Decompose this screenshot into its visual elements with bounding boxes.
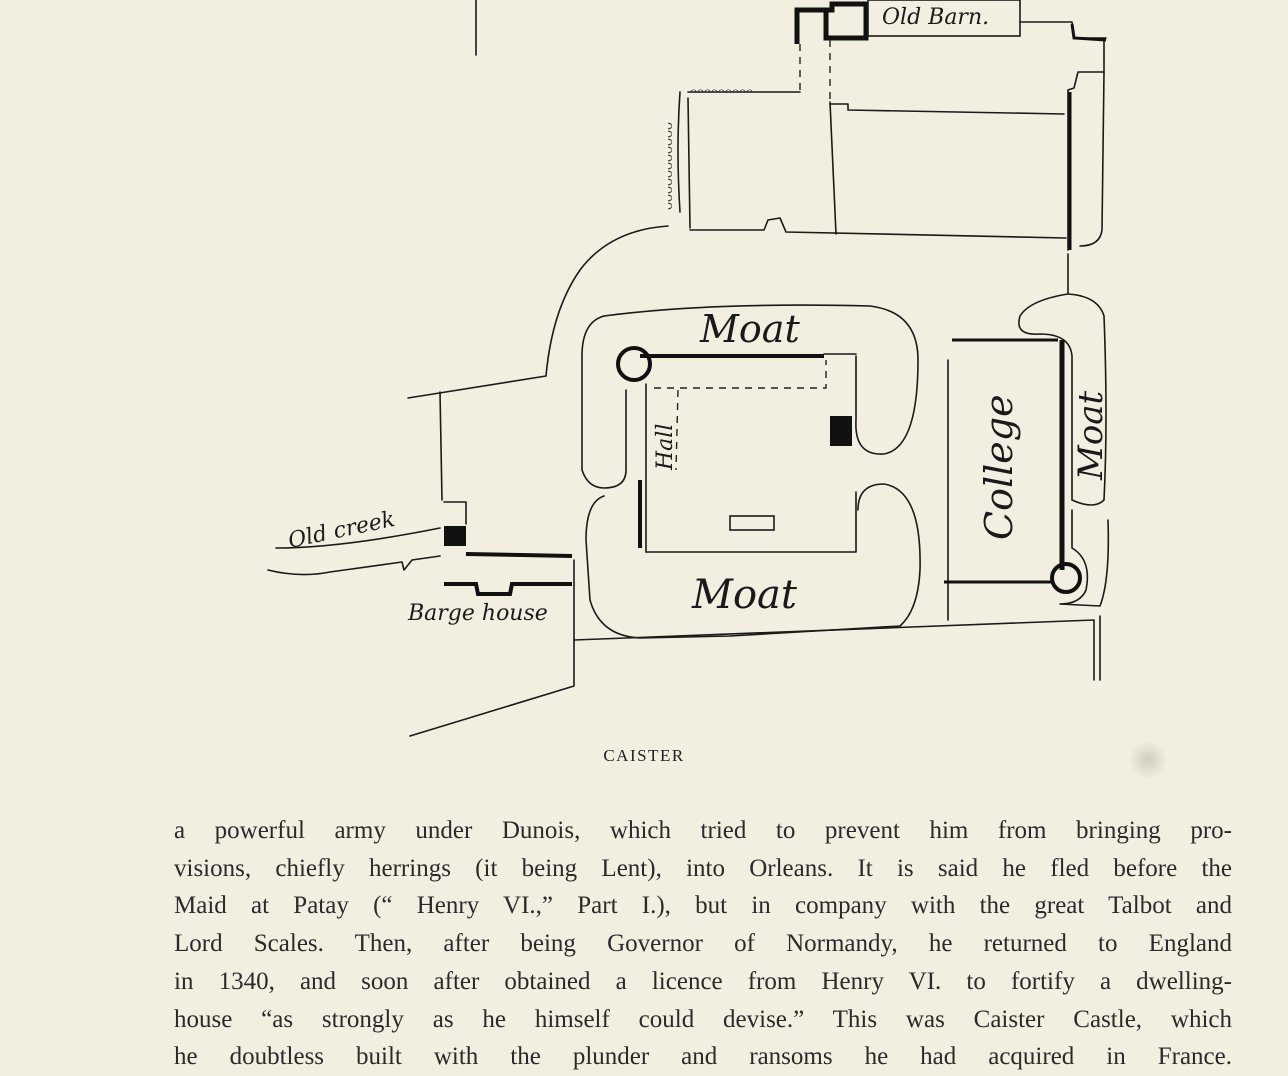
scallop-decoration-top: ᴖᴖᴖᴖᴖᴖᴖᴖᴖ	[690, 85, 753, 100]
outer-court-divider	[829, 101, 837, 235]
hall-dashed-right	[675, 389, 679, 471]
body-line: Lord Scales. Then, after being Governor …	[174, 930, 1232, 958]
old-barn-label: Old Barn.	[882, 5, 989, 30]
east-boundary-top	[1019, 21, 1107, 39]
south-boundary	[573, 619, 1095, 681]
body-line: in 1340, and soon after obtained a licen…	[174, 967, 1232, 995]
barge-house-wall-lower	[444, 582, 572, 596]
outer-court-top-right	[829, 103, 1065, 115]
right-moat-lower	[1059, 509, 1110, 607]
moat-bottom-label: Moat	[691, 572, 798, 618]
hall-label: Hall	[653, 424, 678, 471]
body-line: house “as strongly as he himself could d…	[174, 1005, 1232, 1033]
figure-caption: CAISTER	[603, 746, 685, 765]
moat-top-label: Moat	[699, 307, 800, 351]
old-barn-wall	[794, 1, 869, 44]
barge-house-outline	[443, 501, 467, 525]
page-smudge	[1128, 740, 1168, 780]
body-paragraph: a powerful army under Dunois, which trie…	[174, 812, 1232, 1076]
castle-small-structure	[729, 515, 775, 531]
college-se-tower	[1050, 562, 1082, 594]
scallop-decoration: ᴗᴗᴗᴗᴗᴗᴗᴗᴗᴗᴗ	[659, 122, 676, 210]
body-line: Maid at Patay (“ Henry VI.,” Part I.), b…	[174, 892, 1232, 920]
body-line: a powerful army under Dunois, which trie…	[174, 817, 1232, 844]
outer-court-left-wall	[687, 97, 691, 229]
barge-house-label: Barge house	[407, 601, 548, 626]
east-wall-heavy-top	[1070, 23, 1107, 42]
east-boundary-outer	[1079, 71, 1105, 247]
caister-plan-diagram: Old Barn. ᴗᴗᴗᴗᴗᴗᴗᴗᴗᴗᴗ ᴖᴖᴖᴖᴖᴖᴖᴖᴖ Moat Moa…	[267, 0, 1111, 737]
barge-house-block	[444, 526, 466, 546]
body-line: visions, chiefly herrings (it being Lent…	[174, 854, 1232, 882]
outer-enclosure-curve	[407, 225, 669, 399]
body-line: he doubtless built with the plunder and …	[174, 1043, 1232, 1071]
old-creek-bank-lower	[267, 555, 441, 576]
moat-right-label: Moat	[1071, 390, 1111, 481]
castle-tower-block	[830, 416, 852, 446]
castle-nw-tower	[616, 346, 652, 382]
college-label: College	[977, 394, 1021, 540]
old-creek-bank-upper	[275, 527, 441, 549]
southwest-wall	[409, 559, 575, 737]
moat-bottom-edge	[585, 483, 921, 639]
hall-dashed-outline	[654, 360, 827, 389]
right-moat-outer	[1018, 253, 1107, 506]
outer-court-bottom	[689, 217, 1067, 239]
old-barn-box	[867, 0, 1021, 37]
outer-enclosure-left	[439, 391, 443, 501]
outer-court-wall-scalloped	[677, 91, 681, 213]
barge-house-wall	[465, 552, 573, 558]
castle-south-wall	[645, 491, 857, 553]
moat-outer-edge	[603, 304, 919, 455]
old-creek-label: Old creek	[286, 507, 397, 554]
moat-left-edge	[581, 315, 627, 489]
east-boundary	[1067, 39, 1105, 251]
